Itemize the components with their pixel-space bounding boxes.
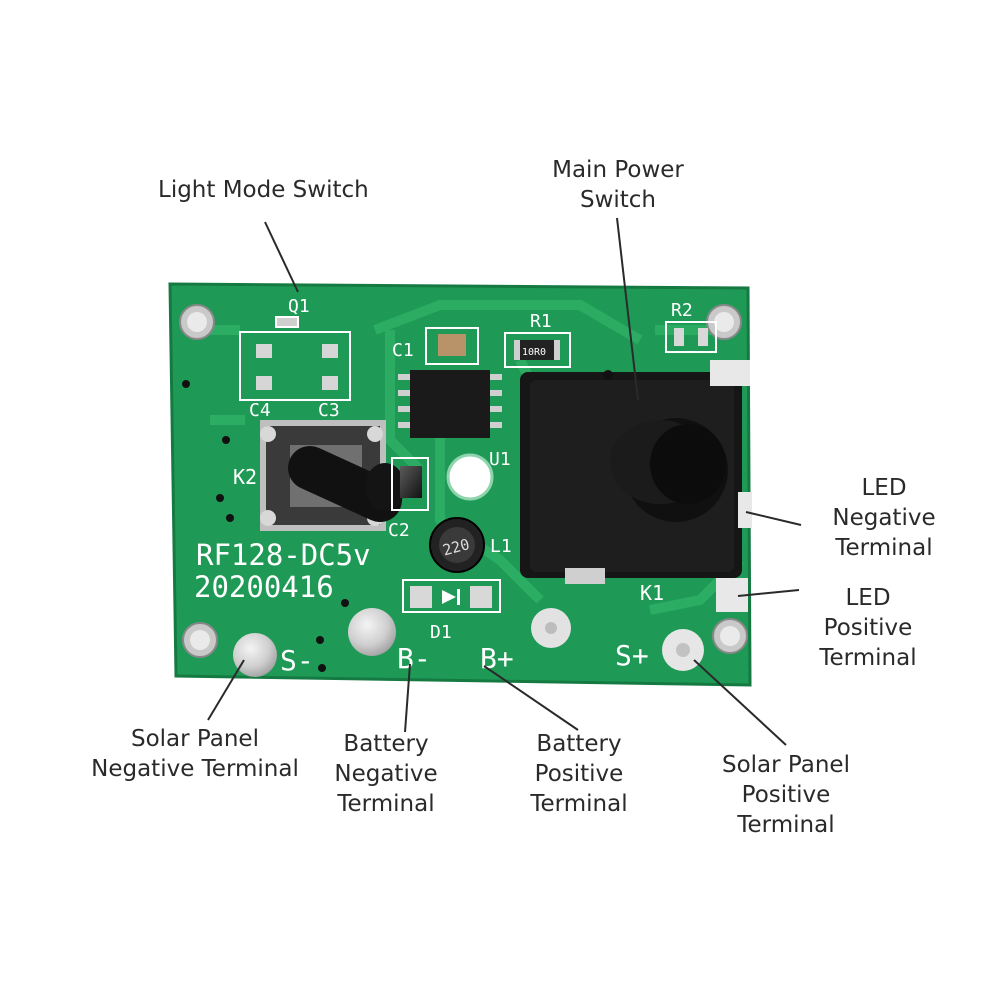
silk-c4: C4 [249,400,271,421]
callout-light-mode-switch: Light Mode Switch [158,175,369,205]
callout-main-power-switch: Main Power Switch [538,155,698,215]
callout-text: Solar Panel [131,726,259,752]
silk-u1: U1 [489,449,511,470]
leader-battery-negative [404,663,411,733]
c3-c4-pads [216,436,234,522]
silk-c3: C3 [318,400,340,421]
callout-text: Battery [343,731,429,757]
silk-date: 20200416 [194,570,334,604]
callout-text: Terminal [819,645,917,671]
callout-text: Negative [832,505,936,531]
callout-text: Terminal [737,812,835,838]
silk-l1: L1 [490,536,512,557]
callout-led-negative: LED Negative Terminal [818,473,950,563]
callout-text: Terminal [530,791,628,817]
callout-text: Terminal [337,791,435,817]
callout-text: Switch [579,187,657,213]
callout-text: Negative [334,761,438,787]
u1-ic [398,370,502,438]
silk-q1: Q1 [288,296,310,317]
k2-tactile-switch [260,420,405,531]
leader-solar-negative [207,659,245,721]
c1-capacitor [425,327,479,365]
callout-led-positive: LED Positive Terminal [804,583,932,673]
silk-model: RF128-DC5v [196,538,371,572]
callout-text: Light Mode Switch [158,177,369,203]
callout-text: Main Power [552,157,684,183]
leader-led-negative [745,511,802,526]
silk-s-minus: S- [280,644,314,677]
silk-r1: R1 [530,311,552,332]
silk-b-minus: B- [397,642,431,675]
leader-lines [207,217,802,746]
leader-battery-positive [483,665,579,731]
callout-text: Positive [741,782,831,808]
silkscreen: Q1 R1 R2 C1 C4 C3 K2 U1 C2 L1 D1 K1 RF12… [194,296,693,677]
resistor-code: 10R0 [522,347,546,358]
leader-main-power-switch [616,217,639,401]
callout-text: Positive [823,615,913,641]
main-power-switch-body [520,372,742,584]
callout-text: LED [861,475,907,501]
silk-c2: C2 [388,520,410,541]
terminal-pads [233,608,704,677]
l1-inductor [429,517,485,573]
silk-s-plus: S+ [615,639,649,672]
callout-text: Battery [536,731,622,757]
silk-c1: C1 [392,340,414,361]
leader-solar-positive [693,659,787,746]
callout-battery-positive: Battery Positive Terminal [518,729,640,819]
d1-diode [402,579,501,613]
c2-capacitor [391,457,429,511]
callout-text: LED [845,585,891,611]
callout-solar-positive: Solar Panel Positive Terminal [708,750,864,840]
leader-led-positive [737,589,800,597]
r1-resistor [504,332,571,368]
silk-k1: K1 [640,581,664,605]
silk-r2: R2 [671,300,693,321]
callout-solar-negative: Solar Panel Negative Terminal [76,724,314,784]
callout-text: Negative Terminal [91,756,299,782]
callout-text: Solar Panel [722,752,850,778]
leader-light-mode-switch [264,221,299,293]
silk-k2: K2 [233,465,257,489]
callout-battery-negative: Battery Negative Terminal [326,729,446,819]
silk-b-plus: B+ [480,642,514,675]
silk-d1: D1 [430,622,452,643]
vias [182,370,613,672]
q1-transistor [239,316,351,401]
callout-text: Positive [534,761,624,787]
callout-text: Terminal [835,535,933,561]
